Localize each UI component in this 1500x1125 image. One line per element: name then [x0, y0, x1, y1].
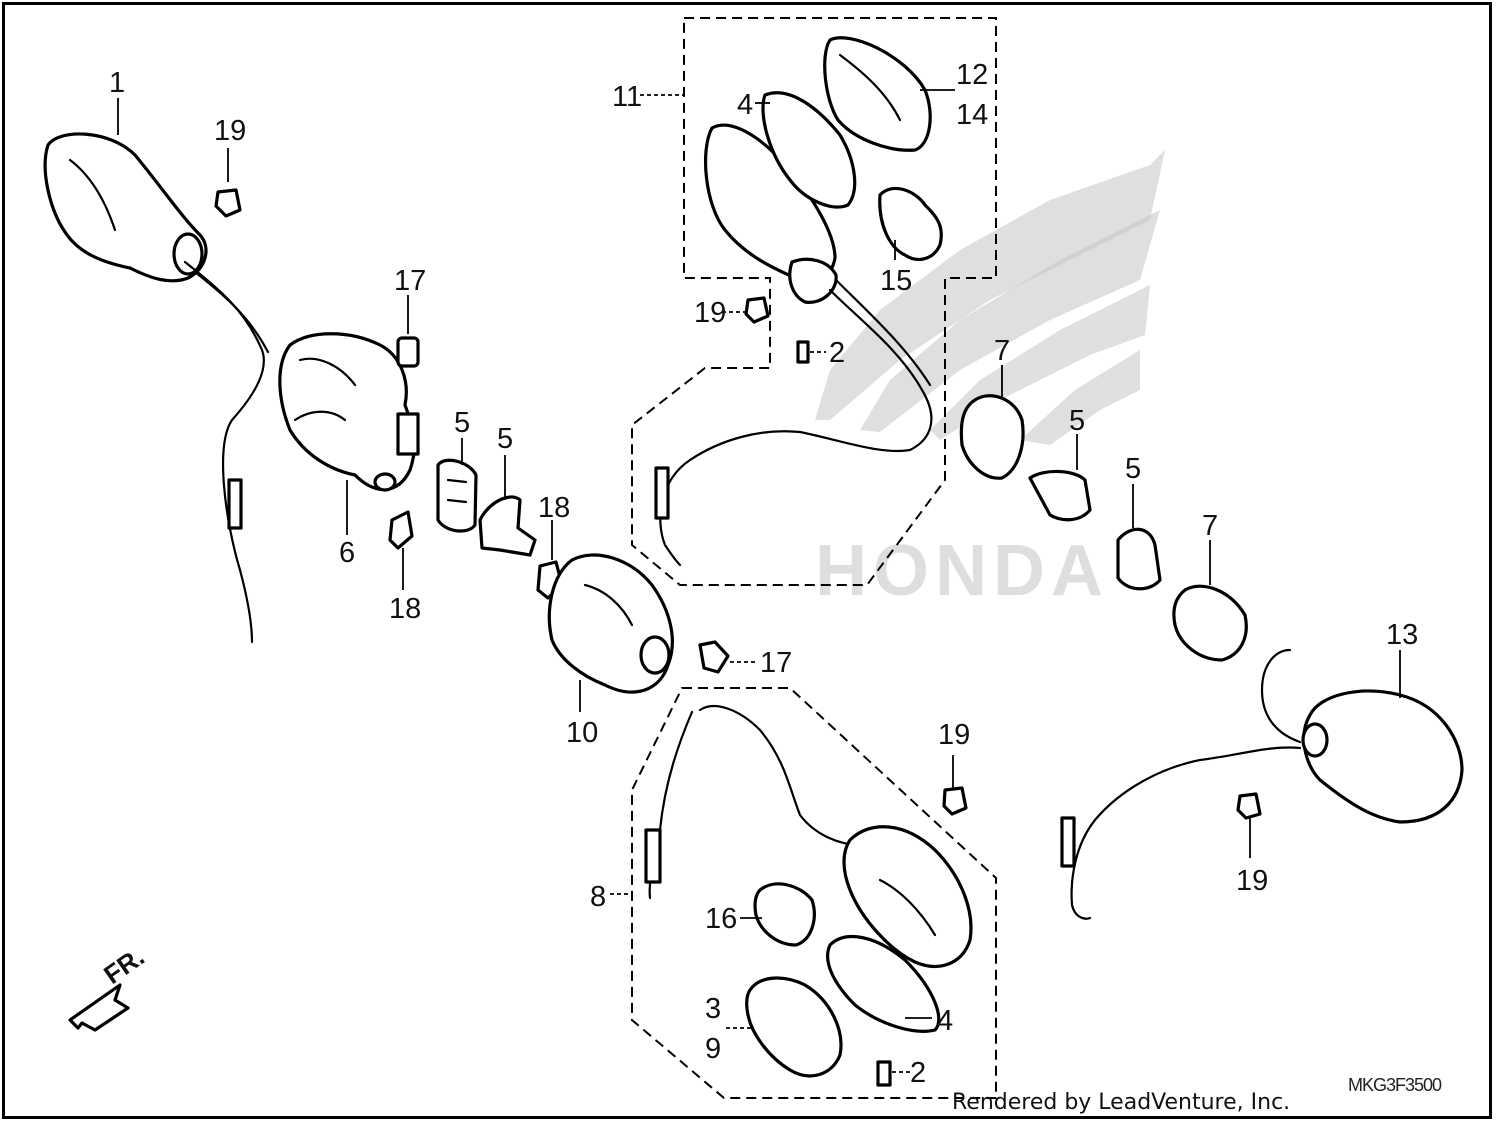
rear-left-winker-part-1	[43, 132, 270, 644]
screw-part-19-lower-center	[942, 786, 968, 816]
callout-12: 12	[956, 59, 988, 91]
honda-wing-watermark: HONDA	[815, 150, 1165, 611]
group-box-front-winker	[631, 687, 997, 1099]
callout-14: 14	[956, 99, 988, 131]
callout-5: 5	[497, 423, 513, 455]
screw-part-19-left	[214, 188, 242, 218]
callout-18: 18	[538, 492, 570, 524]
callout-1: 1	[109, 67, 125, 99]
mounting-bracket-part-10	[547, 553, 674, 694]
rubber-part-5-d	[1116, 527, 1162, 591]
callout-10: 10	[566, 717, 598, 749]
callout-5: 5	[454, 407, 470, 439]
rubber-part-5-b	[478, 495, 537, 557]
nut-part-18-left	[388, 510, 414, 550]
screw-part-2-upper	[796, 340, 810, 364]
screw-part-19-lower-right	[1236, 792, 1262, 820]
rear-right-winker-part-13	[1060, 648, 1464, 920]
leader-lines	[117, 89, 1401, 1073]
nut-part-17-left	[396, 336, 420, 368]
callout-7: 7	[994, 335, 1010, 367]
callout-labels: 1 19 17 6 18 5 5 18 10 17 11 4 12 14 15 …	[109, 59, 1418, 1089]
rubber-part-5-c	[1028, 469, 1092, 522]
callout-19: 19	[694, 297, 726, 329]
callout-8: 8	[590, 881, 606, 913]
diagram-code: MKG3F3500	[1348, 1075, 1442, 1095]
group-box-rear-right-winker	[631, 17, 997, 586]
rubber-part-7-b	[1172, 584, 1248, 662]
callout-5: 5	[1069, 405, 1085, 437]
callout-19: 19	[214, 115, 246, 147]
rear-right-winker-group-11	[654, 36, 943, 567]
bolt-part-17-center	[698, 640, 730, 674]
callout-17: 17	[394, 265, 426, 297]
callout-18: 18	[389, 593, 421, 625]
rubber-part-5-a	[436, 458, 478, 533]
callout-3: 3	[705, 993, 721, 1025]
callout-15: 15	[880, 265, 912, 297]
watermark-text: HONDA	[815, 531, 1109, 611]
front-direction-arrow: FR.	[68, 941, 150, 1032]
front-direction-label: FR.	[98, 941, 150, 990]
screw-part-19-upper	[744, 296, 770, 324]
callout-5: 5	[1125, 453, 1141, 485]
callout-17: 17	[760, 647, 792, 679]
credit-text: Rendered by LeadVenture, Inc.	[952, 1090, 1291, 1115]
screw-part-2-lower	[876, 1060, 892, 1087]
callout-16: 16	[705, 903, 737, 935]
callout-9: 9	[705, 1033, 721, 1065]
mounting-bracket-part-6	[278, 332, 420, 492]
callout-13: 13	[1386, 619, 1418, 651]
front-winker-group-8	[644, 705, 973, 1078]
callout-19: 19	[1236, 865, 1268, 897]
callout-4: 4	[937, 1005, 953, 1037]
callout-2: 2	[829, 337, 845, 369]
rubber-part-7-a	[959, 394, 1025, 480]
callout-19: 19	[938, 719, 970, 751]
callout-2: 2	[910, 1057, 926, 1089]
callout-6: 6	[339, 537, 355, 569]
callout-11: 11	[612, 81, 642, 113]
callout-4: 4	[737, 89, 753, 121]
callout-7: 7	[1202, 510, 1218, 542]
